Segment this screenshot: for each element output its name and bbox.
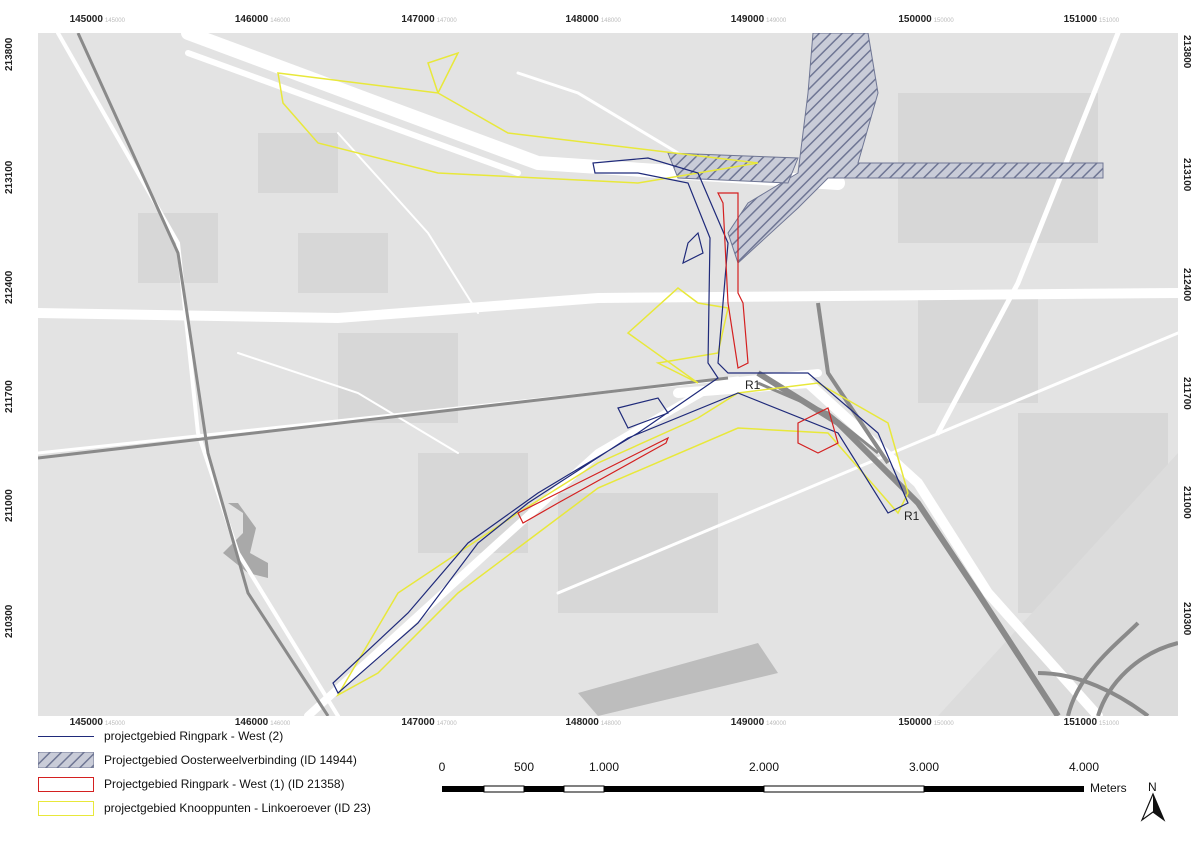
legend-label: projectgebied Knooppunten - Linkoeroever… [104,801,371,815]
ringpark-west-1-area[interactable] [717,192,749,369]
legend-hatch-symbol [37,751,95,769]
knooppunten-area[interactable] [277,51,759,184]
scale-label: 4.000 [1068,760,1100,774]
map-canvas[interactable]: R1 R1 [38,33,1178,716]
scale-label: 500 [513,760,535,774]
legend-item-knooppunten: projectgebied Knooppunten - Linkoeroever… [38,798,371,818]
legend-box-symbol [38,776,94,792]
y-tick-label-right: 210300 [1181,602,1192,636]
road-label-r1-south: R1 [904,509,920,523]
scale-label: 0 [438,760,446,774]
north-arrow-icon [1140,792,1166,822]
motorway [38,33,1178,716]
legend-item-ringpark-west-1: Projectgebied Ringpark - West (1) (ID 21… [38,774,345,794]
scale-bar-graphic [442,785,1084,793]
north-label: N [1148,780,1157,794]
legend-item-oosterweel: Projectgebied Oosterweelverbinding (ID 1… [37,750,357,770]
legend-line-symbol [38,728,94,744]
ringpark-west-2-area[interactable] [332,157,909,694]
legend-label: projectgebied Ringpark - West (2) [104,729,284,743]
north-arrow: N [1138,780,1168,822]
scale-bar: 0 500 1.000 2.000 3.000 4.000 Meters [438,760,1142,820]
y-tick-label-left: 213100 [4,161,15,195]
y-tick-label-left: 211000 [4,489,15,523]
y-tick-label-left: 210300 [4,605,15,639]
y-tick-label-right: 211000 [1181,486,1192,520]
scale-label: 2.000 [748,760,780,774]
road-label-r1-north: R1 [745,378,761,392]
scale-label: 1.000 [588,760,620,774]
legend-label: Projectgebied Oosterweelverbinding (ID 1… [104,753,357,767]
y-tick-label-left: 212400 [4,270,15,304]
scale-label: 3.000 [908,760,940,774]
y-tick-label-right: 211700 [1181,376,1192,410]
y-tick-label-right: 213100 [1181,158,1192,192]
y-tick-label-left: 211700 [4,380,15,413]
y-tick-label-left: 213800 [4,38,15,72]
legend-box-symbol [38,800,94,816]
scale-unit: Meters [1090,781,1127,795]
map-graphic [38,33,1178,716]
y-tick-label-right: 213800 [1181,35,1192,69]
y-tick-label-right: 212400 [1181,267,1192,302]
legend-label: Projectgebied Ringpark - West (1) (ID 21… [104,777,345,791]
legend-item-ringpark-west-2: projectgebied Ringpark - West (2) [38,726,283,746]
